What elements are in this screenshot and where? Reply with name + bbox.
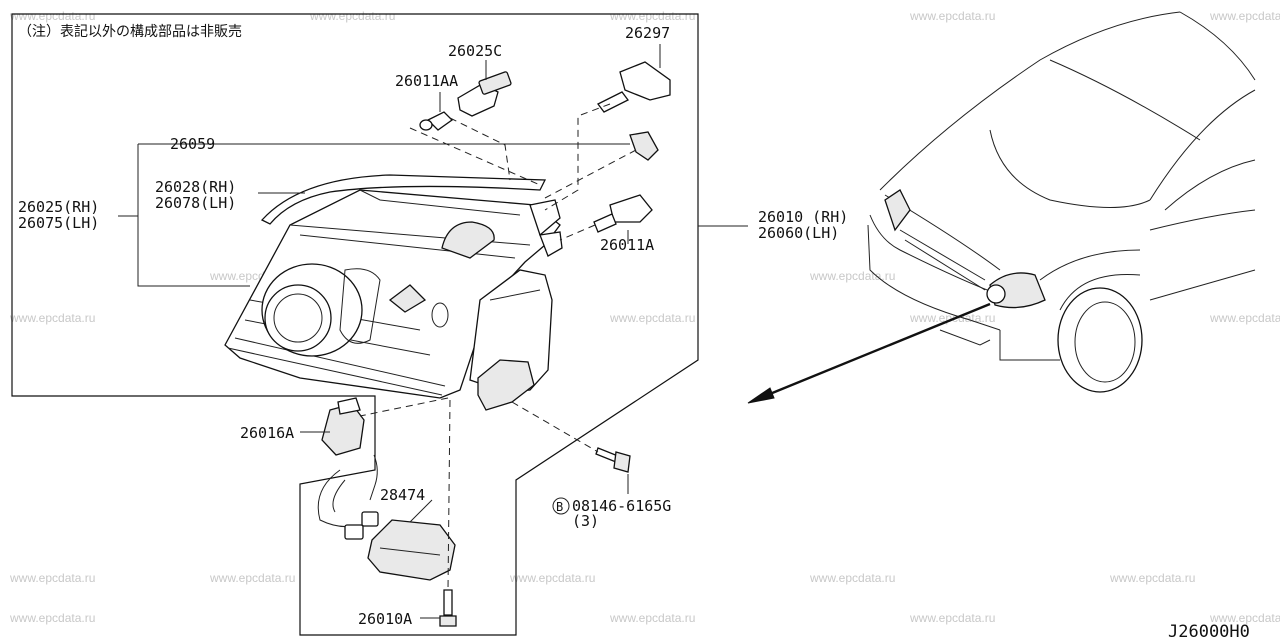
watermark: www.epcdata.ru	[909, 311, 995, 325]
label-26025C: 26025C	[448, 42, 502, 60]
screw-26010A	[439, 589, 457, 627]
label-26059: 26059	[170, 135, 215, 153]
bulb-26011AA	[419, 111, 454, 131]
bolt-08146	[595, 447, 631, 473]
watermark: www.epcdata.ru	[209, 571, 295, 585]
watermark: www.epcdata.ru	[809, 269, 895, 283]
bolt-marker-letter: B	[556, 500, 563, 514]
watermark: www.epcdata.ru	[909, 9, 995, 23]
watermark: www.epcdata.ru	[509, 571, 595, 585]
assembly-frame	[11, 13, 699, 636]
label-26010A: 26010A	[358, 610, 412, 628]
label-26078-lh: 26078(LH)	[155, 194, 236, 212]
label-28474: 28474	[380, 486, 425, 504]
label-26025-rh: 26025(RH)	[18, 198, 99, 216]
label-08146: 08146-6165G	[572, 497, 671, 515]
watermark: www.epcdata.ru	[809, 571, 895, 585]
watermark: www.epcdata.ru	[309, 9, 395, 23]
assembly-lines	[359, 103, 637, 591]
headlamp-assembly	[224, 174, 563, 411]
watermark: www.epcdata.ru	[9, 311, 95, 325]
label-26075-lh: 26075(LH)	[18, 214, 99, 232]
adjuster-26016A	[321, 397, 365, 456]
watermark: www.epcdata.ru	[1209, 611, 1280, 625]
cover-26059	[629, 131, 659, 161]
label-bolt-qty: (3)	[572, 512, 599, 530]
label-26011AA: 26011AA	[395, 72, 458, 90]
label-26028-rh: 26028(RH)	[155, 178, 236, 196]
ballast-28474	[317, 454, 456, 581]
watermark: www.epcdata.ru	[1209, 311, 1280, 325]
watermark: www.epcdata.ru	[9, 9, 95, 23]
bulb-socket-26025C	[457, 71, 512, 117]
watermark: www.epcdata.ru	[9, 611, 95, 625]
label-26011A: 26011A	[600, 236, 654, 254]
watermark: www.epcdata.ru	[1109, 571, 1195, 585]
label-26010-rh: 26010 (RH)	[758, 208, 848, 226]
bolt-marker-circle	[552, 497, 570, 515]
watermark: www.epcdata.ru	[9, 571, 95, 585]
note-text: （注）表記以外の構成部品は非販売	[18, 23, 242, 40]
label-26016A: 26016A	[240, 424, 294, 442]
bulb-26011A	[593, 194, 653, 233]
watermark-group: www.epcdata.ru www.epcdata.ru www.epcdat…	[9, 9, 1280, 625]
label-26297: 26297	[625, 24, 670, 42]
watermark: www.epcdata.ru	[609, 611, 695, 625]
watermark: www.epcdata.ru	[609, 9, 695, 23]
diagram-code: J26000H0	[1168, 622, 1250, 640]
bulb-26297	[597, 61, 671, 113]
watermark: www.epcdata.ru	[1209, 9, 1280, 23]
label-26060-lh: 26060(LH)	[758, 224, 839, 242]
vehicle-sketch	[747, 11, 1256, 404]
leader-lines	[118, 44, 748, 619]
watermark: www.epcdata.ru	[609, 311, 695, 325]
watermark: www.epcdata.ru	[909, 611, 995, 625]
